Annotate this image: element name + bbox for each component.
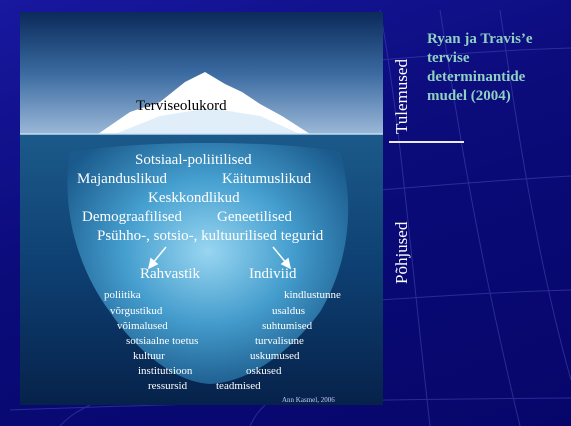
- individual-heading: Indiviid: [249, 266, 297, 282]
- determinant-demographic: Demograafilised: [82, 209, 182, 225]
- individual-item: teadmised: [216, 380, 261, 392]
- health-status-label: Terviseolukord: [136, 98, 227, 114]
- iceberg-graphic: [20, 12, 383, 405]
- individual-item: uskumused: [250, 350, 300, 362]
- individual-item: usaldus: [272, 305, 305, 317]
- population-item: institutsioon: [138, 365, 193, 377]
- slide-title: Ryan ja Travis’e tervise determinantide …: [427, 31, 533, 104]
- population-item: võrgustikud: [110, 305, 163, 317]
- determinant-genetic: Geneetilised: [217, 209, 292, 225]
- determinant-behavioural: Käitumuslikud: [222, 171, 312, 187]
- determinant-economic: Majanduslikud: [77, 171, 167, 187]
- population-item: sotsiaalne toetus: [126, 335, 199, 347]
- arrow-left-head: [147, 257, 159, 270]
- population-item: poliitika: [104, 289, 141, 301]
- population-item: kultuur: [133, 350, 165, 362]
- divider-line: [389, 141, 464, 143]
- iceberg-image: [20, 12, 383, 405]
- individual-item: turvalisune: [255, 335, 304, 347]
- individual-item: kindlustunne: [284, 289, 341, 301]
- population-heading: Rahvastik: [140, 266, 200, 282]
- arrow-right-head: [280, 257, 292, 270]
- determinant-environmental: Keskkondlikud: [148, 190, 240, 206]
- outcomes-label: Tulemused: [392, 59, 411, 134]
- author-credit: Ann Kasmel, 2006: [282, 396, 335, 404]
- causes-label: Põhjused: [392, 221, 411, 284]
- individual-item: oskused: [246, 365, 282, 377]
- individual-item: suhtumised: [262, 320, 313, 332]
- population-item: ressursid: [148, 380, 188, 392]
- population-item: võimalused: [117, 320, 168, 332]
- determinant-psychosociocultural: Psühho-, sotsio-, kultuurilised tegurid: [97, 228, 324, 244]
- determinant-sociopolitical: Sotsiaal-poliitilised: [135, 152, 252, 168]
